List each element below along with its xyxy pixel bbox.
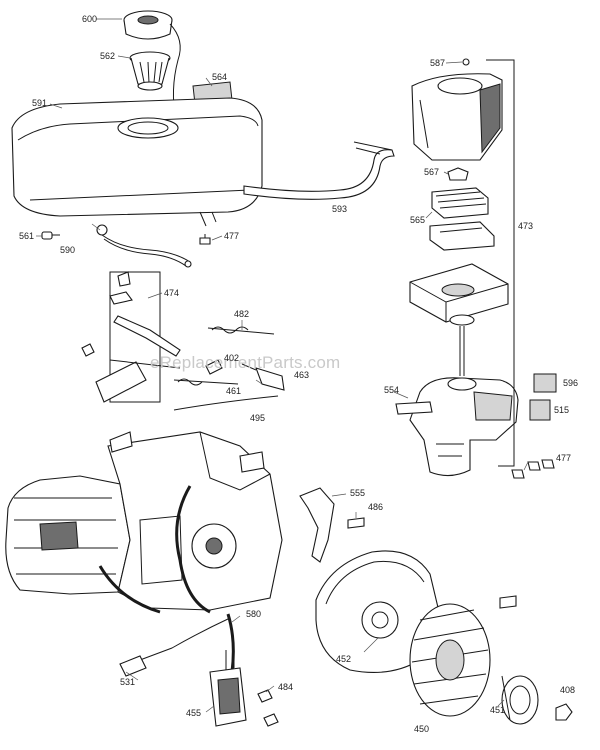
rod-495[interactable] xyxy=(173,395,279,411)
throttle-lever-463[interactable] xyxy=(241,363,285,391)
clip-561[interactable] xyxy=(41,231,60,240)
callout-408[interactable]: 408 xyxy=(560,685,575,695)
callout-452[interactable]: 452 xyxy=(336,654,351,664)
washer-bolt-gov[interactable] xyxy=(81,343,95,357)
callout-482[interactable]: 482 xyxy=(234,309,249,319)
bracket-555[interactable] xyxy=(299,487,335,563)
air-filter-565[interactable] xyxy=(429,187,495,251)
callout-564[interactable]: 564 xyxy=(212,72,227,82)
callout-labels: 600 562 564 591 561 590 477 593 587 567 … xyxy=(19,14,578,734)
leader-lines xyxy=(36,18,529,713)
spark-plug-wire-580[interactable] xyxy=(139,613,235,673)
spring-461[interactable] xyxy=(173,378,239,386)
callout-463[interactable]: 463 xyxy=(294,370,309,380)
callout-554[interactable]: 554 xyxy=(384,385,399,395)
callout-567[interactable]: 567 xyxy=(424,167,439,177)
flywheel-450[interactable] xyxy=(409,595,517,717)
nut-408[interactable] xyxy=(555,703,573,721)
governor-box-474 xyxy=(109,271,161,403)
callout-561[interactable]: 561 xyxy=(19,231,34,241)
callout-591[interactable]: 591 xyxy=(32,98,47,108)
callout-477-carb[interactable]: 477 xyxy=(556,453,571,463)
fuel-filter-562[interactable] xyxy=(129,51,171,91)
callout-402[interactable]: 402 xyxy=(224,353,239,363)
callout-590[interactable]: 590 xyxy=(60,245,75,255)
callout-515[interactable]: 515 xyxy=(554,405,569,415)
screw-486[interactable] xyxy=(347,517,365,529)
label-596[interactable] xyxy=(533,373,557,393)
callout-461[interactable]: 461 xyxy=(226,386,241,396)
callout-531[interactable]: 531 xyxy=(120,677,135,687)
callout-455[interactable]: 455 xyxy=(186,708,201,718)
callout-555[interactable]: 555 xyxy=(350,488,365,498)
fuel-cap-600[interactable] xyxy=(123,10,181,121)
bolt-402[interactable] xyxy=(205,359,223,375)
callout-495[interactable]: 495 xyxy=(250,413,265,423)
governor-spring-482[interactable] xyxy=(207,326,275,335)
callout-587[interactable]: 587 xyxy=(430,58,445,68)
callout-600[interactable]: 600 xyxy=(82,14,97,24)
carburetor-554[interactable] xyxy=(395,377,519,477)
watermark: eReplacementParts.com xyxy=(150,353,340,372)
air-cleaner-cover-587[interactable] xyxy=(411,58,503,161)
fuel-tank-591[interactable] xyxy=(11,97,263,227)
nuts-477-carb[interactable] xyxy=(511,459,555,479)
engine-block[interactable] xyxy=(5,431,283,614)
throttle-link-593[interactable] xyxy=(243,141,395,200)
callout-562[interactable]: 562 xyxy=(100,51,115,61)
blower-housing-452[interactable] xyxy=(315,550,441,673)
bolt-477-tank[interactable] xyxy=(199,234,211,245)
wing-nut-567[interactable] xyxy=(447,167,469,181)
air-base-473[interactable] xyxy=(409,263,509,376)
callout-565[interactable]: 565 xyxy=(410,215,425,225)
callout-451[interactable]: 451 xyxy=(490,705,505,715)
callout-593[interactable]: 593 xyxy=(332,204,347,214)
callout-484[interactable]: 484 xyxy=(278,682,293,692)
spark-plug-boot-531[interactable] xyxy=(119,655,147,677)
callout-580[interactable]: 580 xyxy=(246,609,261,619)
label-515[interactable] xyxy=(529,399,551,421)
callout-596[interactable]: 596 xyxy=(563,378,578,388)
fuel-valve-590[interactable] xyxy=(96,224,192,268)
governor-lever-474[interactable] xyxy=(95,271,181,403)
callout-477-tank[interactable]: 477 xyxy=(224,231,239,241)
bracket-473 xyxy=(486,59,515,467)
ignition-coil-455[interactable] xyxy=(209,650,247,727)
callout-450[interactable]: 450 xyxy=(414,724,429,734)
callout-474[interactable]: 474 xyxy=(164,288,179,298)
bolts-484[interactable] xyxy=(257,689,279,727)
callout-486[interactable]: 486 xyxy=(368,502,383,512)
callout-473[interactable]: 473 xyxy=(518,221,533,231)
fan-cup-451[interactable] xyxy=(501,675,539,725)
